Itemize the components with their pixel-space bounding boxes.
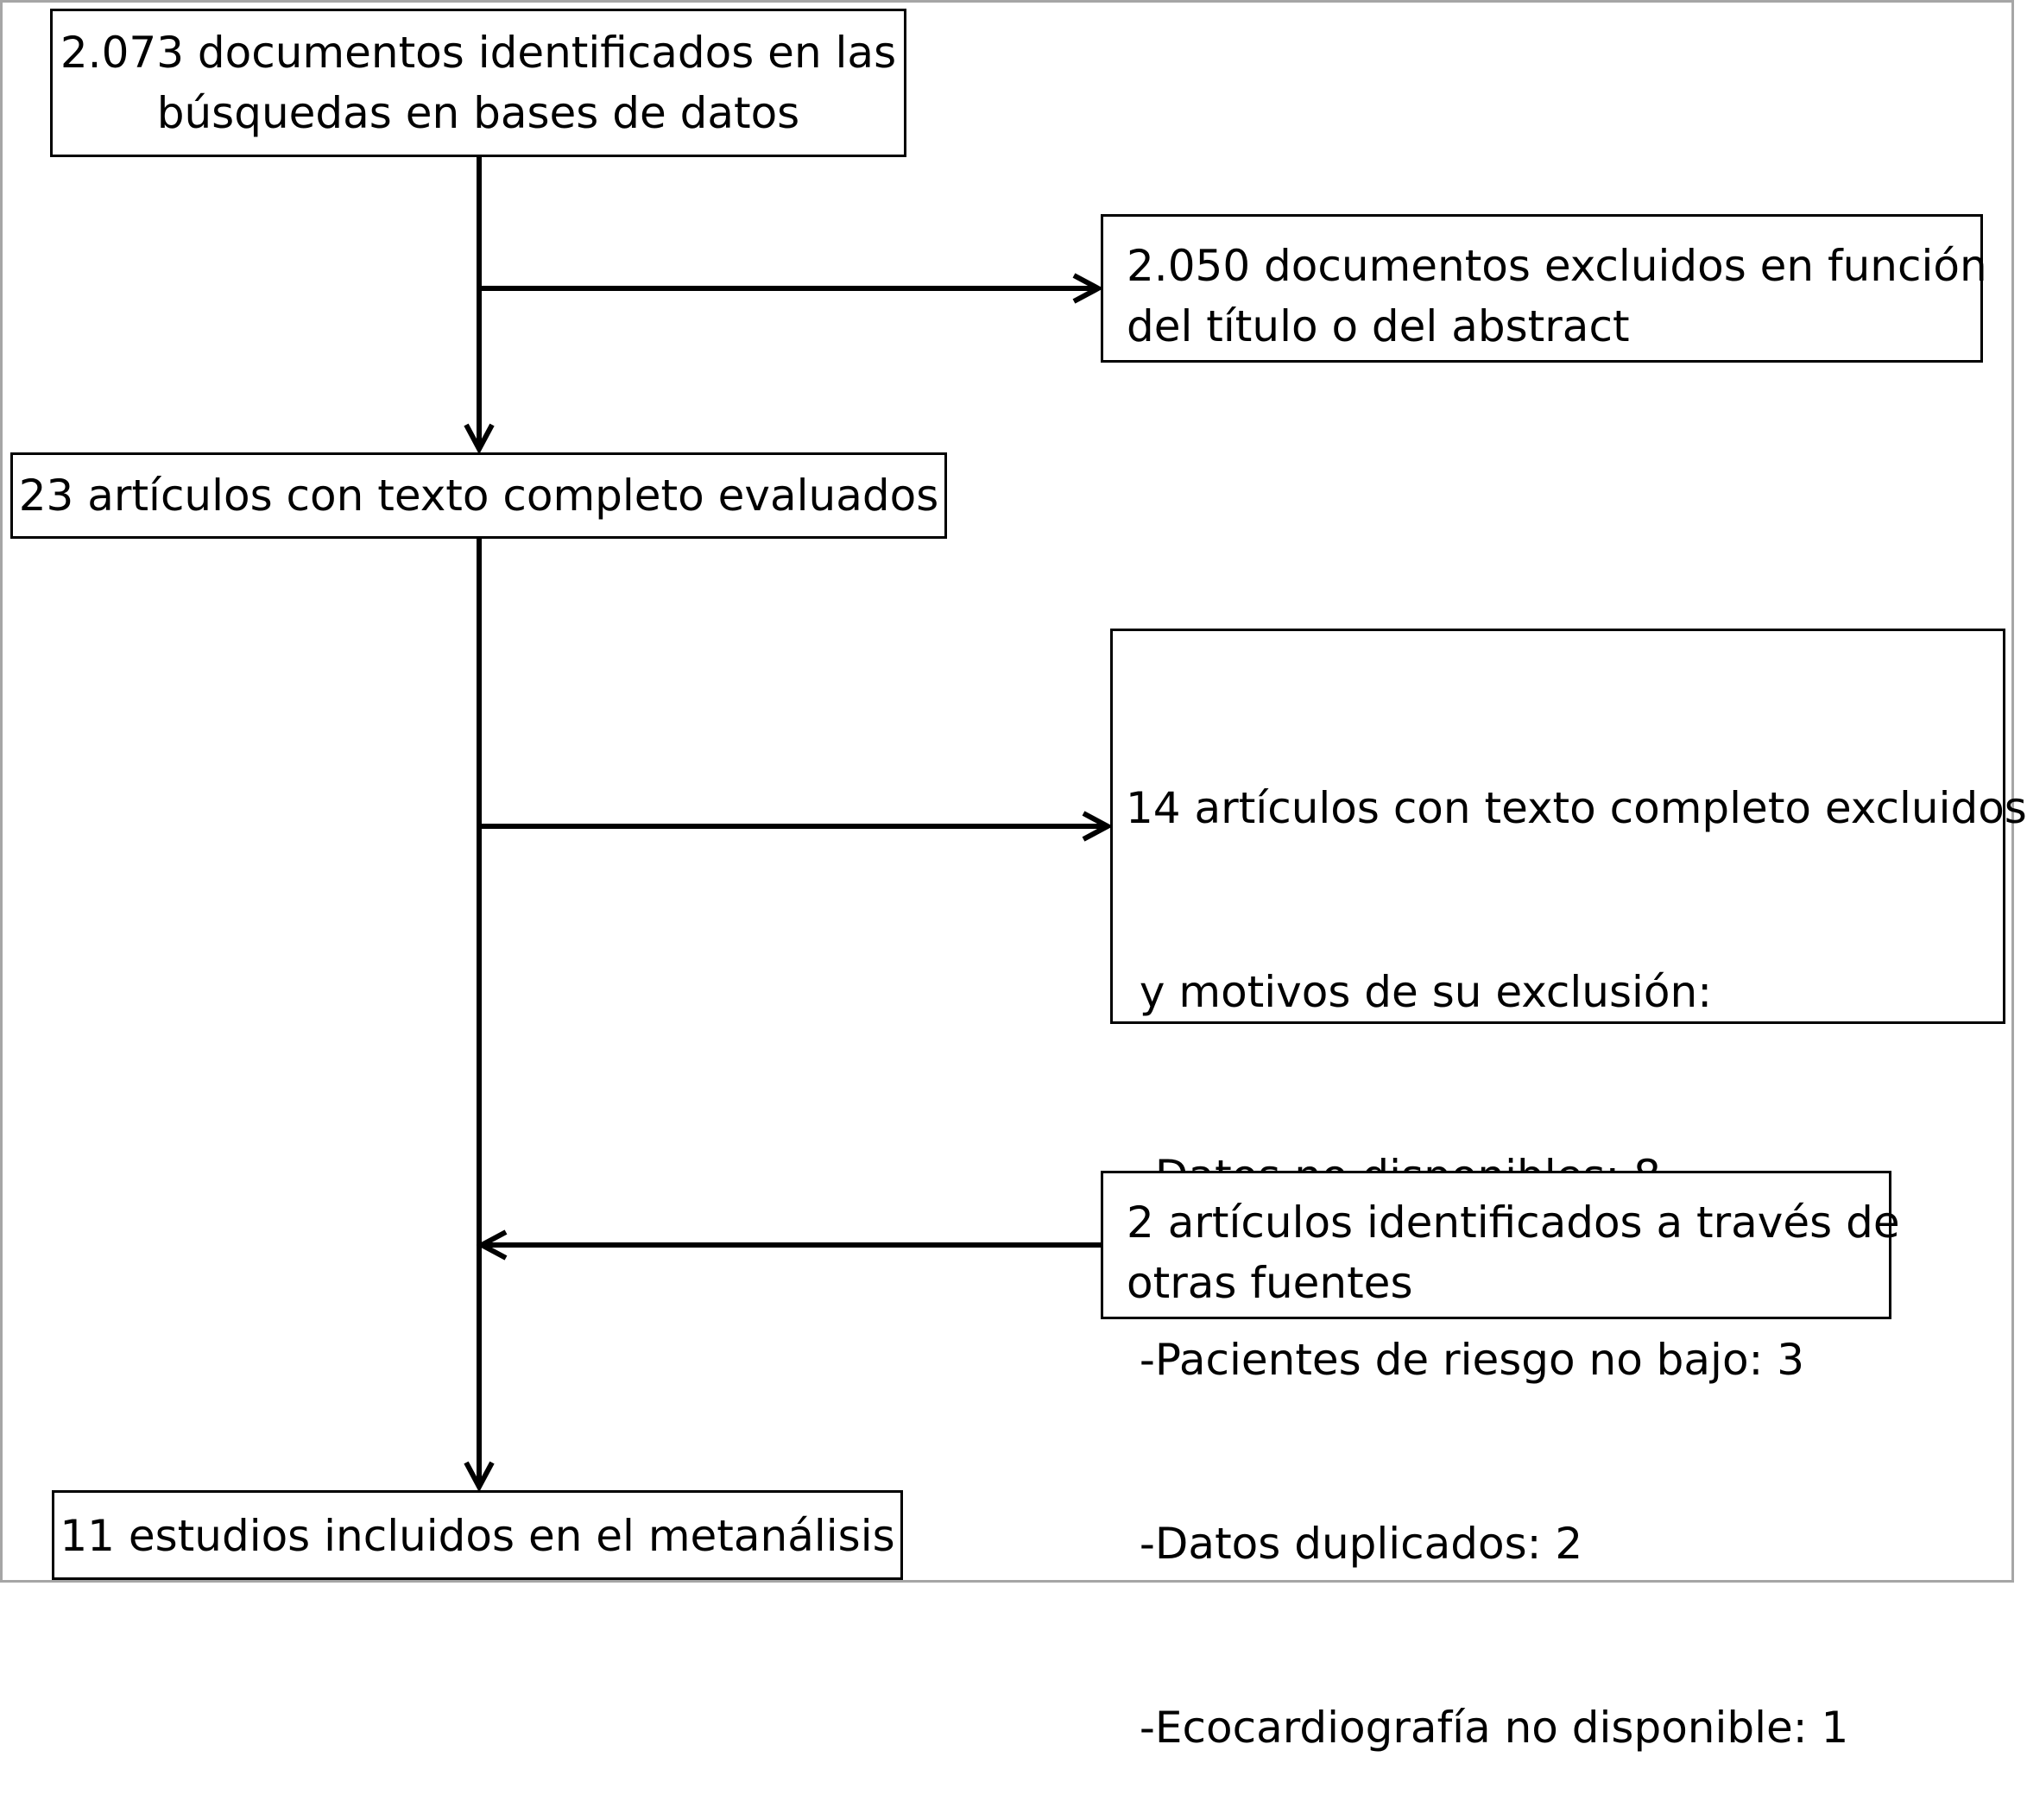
arrowhead-excluded-title <box>1072 273 1104 304</box>
box-text-line: 23 artículos con texto completo evaluado… <box>18 471 939 521</box>
box-text-line: 2.050 documentos excluidos en función <box>1127 241 1987 291</box>
box-excluded-by-title: 2.050 documentos excluidos en función de… <box>1101 214 1987 363</box>
box-text-line: 14 artículos con texto completo excluido… <box>1126 783 2027 833</box>
box-other-sources: 2 artículos identificados a través de ot… <box>1101 1171 1900 1319</box>
box-records-identified: 2.073 documentos identificados en las bú… <box>50 9 906 157</box>
diagram-border <box>0 0 2014 1583</box>
arrowhead-excluded-fulltext <box>1082 811 1114 842</box>
box-text-line: búsquedas en bases de datos <box>156 88 800 138</box>
exclusion-reason: -Datos duplicados: 2 <box>1126 1519 1583 1569</box>
connector-layer <box>464 157 1114 1493</box>
exclusion-reason: -Pacientes de riesgo no bajo: 3 <box>1126 1335 1805 1385</box>
box-text-line: del título o del abstract <box>1127 301 1630 351</box>
arrowhead-other-sources <box>476 1229 508 1261</box>
box-text-line: 2.073 documentos identificados en las <box>60 28 897 78</box>
arrowhead-fulltext <box>464 423 495 455</box>
box-fulltext-assessed: 23 artículos con texto completo evaluado… <box>10 452 947 539</box>
box-excluded-fulltext: 14 artículos con texto completo excluido… <box>1110 629 2027 1753</box>
exclusion-reason: -Ecocardiografía no disponible: 1 <box>1126 1703 1849 1753</box>
box-studies-included: 11 estudios incluidos en el metanálisis <box>52 1490 903 1580</box>
arrowhead-included <box>464 1461 495 1493</box>
box-text-line: 2 artículos identificados a través de <box>1127 1198 1900 1248</box>
box-text-line: otras fuentes <box>1127 1258 1413 1308</box>
box-text-line: y motivos de su exclusión: <box>1126 967 1713 1017</box>
box-text-line: 11 estudios incluidos en el metanálisis <box>60 1511 895 1561</box>
